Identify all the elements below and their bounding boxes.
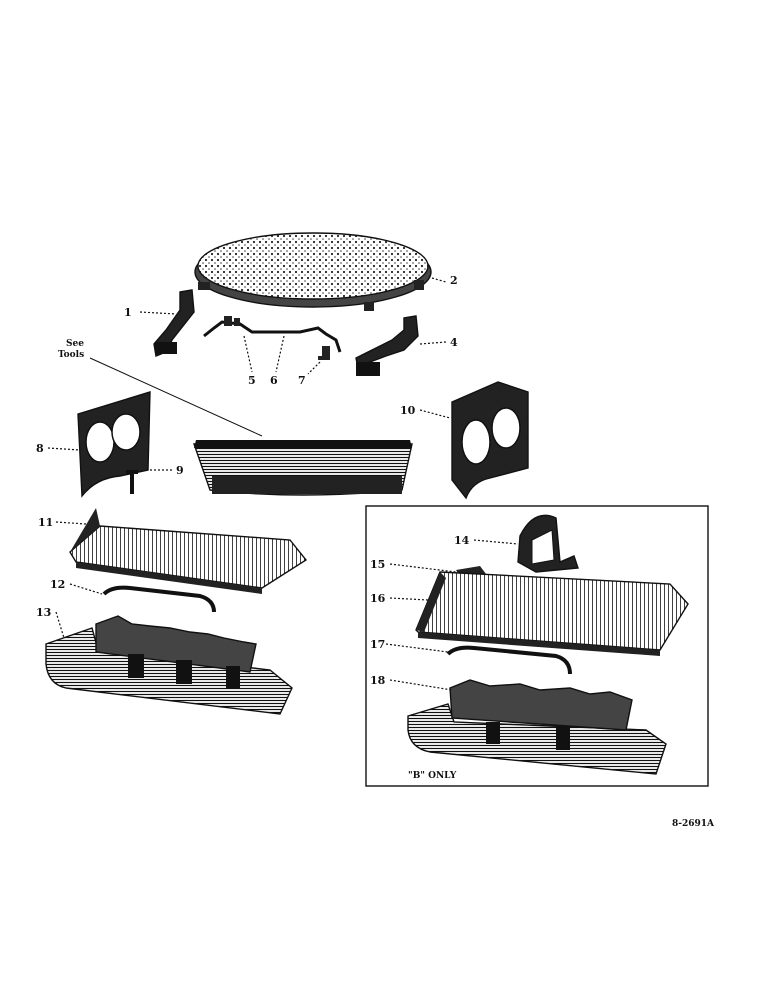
callout-5: 5 bbox=[248, 374, 256, 387]
callout-10: 10 bbox=[400, 404, 416, 417]
callout-18: 18 bbox=[370, 674, 386, 687]
callout-1: 1 bbox=[124, 306, 132, 319]
callout-13: 13 bbox=[36, 606, 51, 619]
drawing-number: 8-2691A bbox=[672, 819, 715, 829]
callout-labels: 1 2 4 5 6 7 See Tools 8 9 10 11 12 13 14… bbox=[36, 274, 715, 829]
part-1-seat-bracket-left bbox=[153, 289, 195, 357]
part-13-shield-left bbox=[45, 615, 293, 715]
inset-note: "B" ONLY bbox=[408, 771, 457, 781]
part-7-bolt bbox=[318, 346, 330, 360]
callout-17: 17 bbox=[370, 638, 385, 651]
callout-12: 12 bbox=[50, 578, 65, 591]
callout-2: 2 bbox=[450, 274, 458, 287]
callout-4: 4 bbox=[450, 336, 458, 349]
part-18-shield-right bbox=[407, 679, 667, 775]
part-12-step-bracket-left bbox=[102, 585, 216, 613]
callout-11: 11 bbox=[38, 516, 53, 529]
leader-lines bbox=[47, 277, 519, 691]
callout-14: 14 bbox=[454, 534, 470, 547]
callout-9: 9 bbox=[176, 464, 184, 477]
part-8-side-panel-left bbox=[77, 391, 151, 498]
callout-8: 8 bbox=[36, 442, 44, 455]
part-17-step-bracket-right bbox=[446, 645, 572, 675]
part-2-seat-cushion bbox=[194, 232, 432, 311]
part-14-bracket bbox=[517, 514, 579, 573]
callout-6: 6 bbox=[270, 374, 278, 387]
part-11-floor-plate-left bbox=[69, 508, 308, 594]
see-tools-line2: Tools bbox=[58, 350, 84, 360]
part-9-bolt bbox=[126, 470, 138, 494]
see-tools-line1: See bbox=[66, 339, 84, 349]
callout-7: 7 bbox=[298, 374, 306, 387]
tool-box bbox=[193, 440, 413, 496]
part-5-6-crossbar bbox=[203, 316, 342, 353]
part-4-seat-bracket-right bbox=[355, 315, 419, 376]
inset-frame bbox=[365, 505, 709, 787]
part-10-side-panel-right bbox=[451, 381, 529, 500]
callout-16: 16 bbox=[370, 592, 386, 605]
callout-15: 15 bbox=[370, 558, 385, 571]
part-16-floor-plate-right bbox=[415, 571, 689, 656]
